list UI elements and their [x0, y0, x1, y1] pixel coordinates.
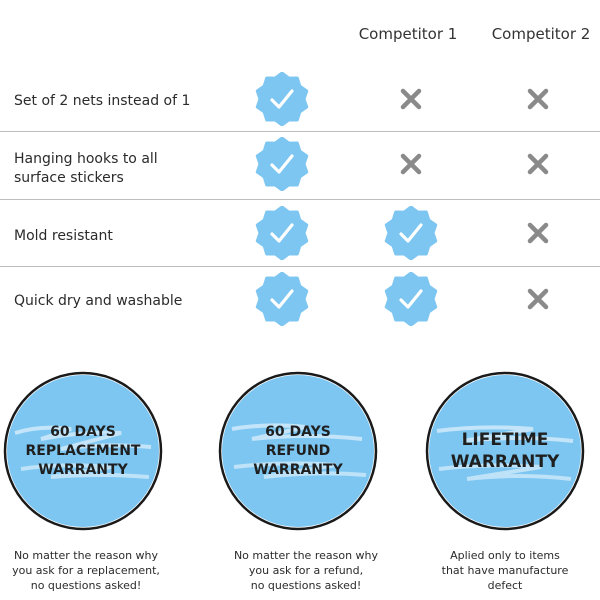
check-badge-icon — [384, 205, 438, 261]
row-divider — [0, 131, 600, 132]
badge-text: 60 DAYS REFUND WARRANTY — [253, 423, 343, 478]
row-divider — [0, 199, 600, 200]
check-badge-icon — [255, 71, 309, 127]
badge-text: 60 DAYS REPLACEMENT WARRANTY — [25, 423, 141, 478]
cross-icon — [526, 152, 550, 176]
refund-caption: No matter the reason why you ask for a r… — [233, 549, 379, 592]
feature-label-mold: Mold resistant — [14, 228, 113, 244]
replacement-warranty-badge: 60 DAYS REPLACEMENT WARRANTY — [1, 369, 165, 533]
check-badge-icon — [255, 271, 309, 327]
cross-icon — [399, 152, 423, 176]
lifetime-caption: Aplied only to items that have manufactu… — [441, 549, 569, 592]
feature-label-nets: Set of 2 nets instead of 1 — [14, 93, 191, 109]
check-badge-icon — [255, 136, 309, 192]
cross-icon — [526, 221, 550, 245]
cross-icon — [399, 87, 423, 111]
column-header-competitor-1: Competitor 1 — [358, 25, 458, 43]
lifetime-warranty-badge: LIFETIME WARRANTY — [423, 369, 587, 533]
replacement-caption: No matter the reason why you ask for a r… — [12, 549, 160, 592]
column-header-competitor-2: Competitor 2 — [491, 25, 591, 43]
feature-label-quick-dry: Quick dry and washable — [14, 293, 183, 309]
cross-icon — [526, 87, 550, 111]
feature-label-hooks: Hanging hooks to all surface stickers — [14, 151, 158, 186]
check-badge-icon — [255, 205, 309, 261]
row-divider — [0, 266, 600, 267]
refund-warranty-badge: 60 DAYS REFUND WARRANTY — [216, 369, 380, 533]
check-badge-icon — [384, 271, 438, 327]
badge-text: LIFETIME WARRANTY — [450, 430, 560, 472]
cross-icon — [526, 287, 550, 311]
